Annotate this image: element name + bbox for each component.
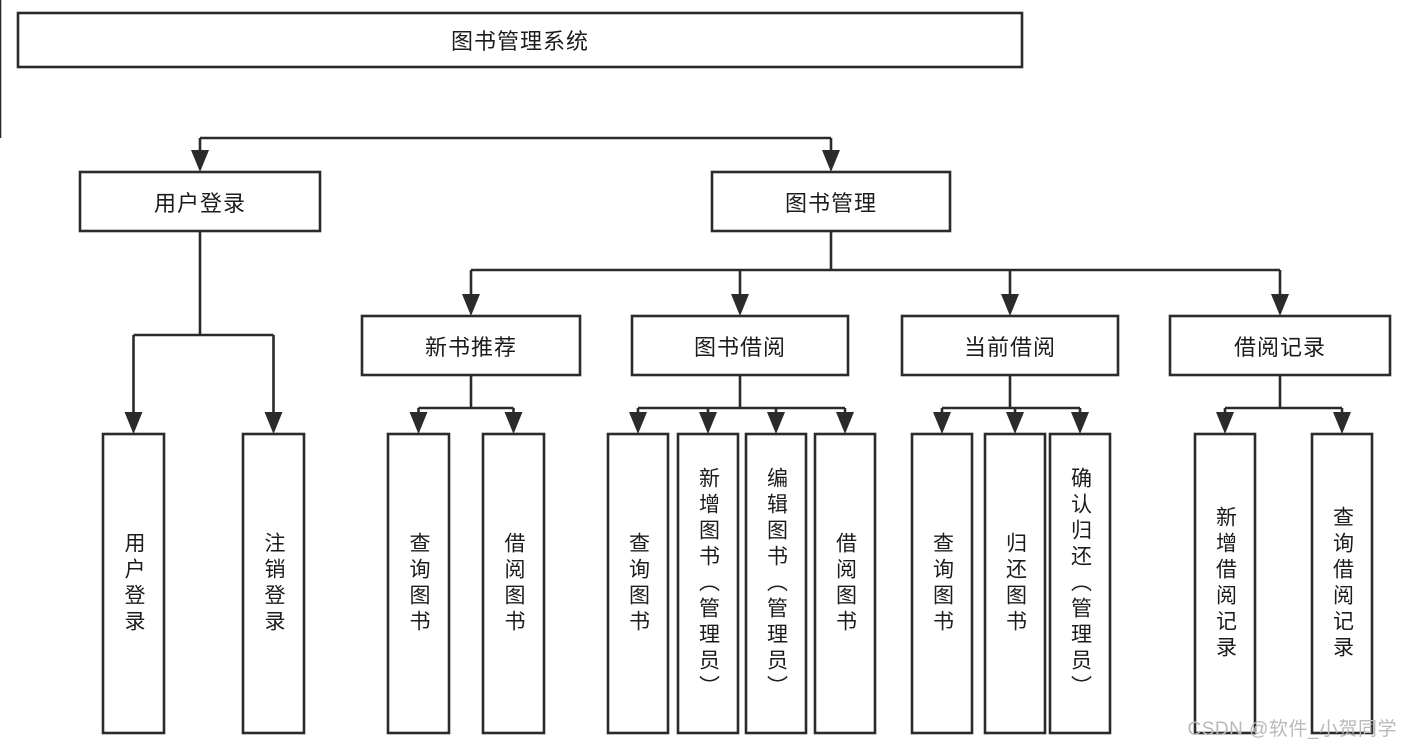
arrow-head-icon xyxy=(767,412,785,434)
node-box-leaf-return-book[interactable] xyxy=(983,432,1047,735)
arrow-head-icon xyxy=(822,150,840,172)
node-box-user-login[interactable] xyxy=(78,170,322,233)
node-box-current-borrow[interactable] xyxy=(900,314,1120,377)
arrow-head-icon xyxy=(1333,412,1351,434)
node-box-root[interactable] xyxy=(16,11,1024,69)
arrow-head-icon xyxy=(1271,294,1289,316)
node-box-leaf-borrow-book-2[interactable] xyxy=(813,432,877,735)
node-box-leaf-user-logout[interactable] xyxy=(241,432,306,735)
node-box-leaf-confirm-return[interactable] xyxy=(1048,432,1112,735)
arrow-head-icon xyxy=(504,412,523,434)
arrow-head-icon xyxy=(191,150,209,172)
arrow-head-icon xyxy=(1216,412,1234,434)
node-box-borrow-record[interactable] xyxy=(1168,314,1392,377)
arrow-head-icon xyxy=(1071,412,1089,434)
node-box-leaf-query-book-1[interactable] xyxy=(386,432,451,735)
arrow-head-icon xyxy=(409,412,428,434)
csdn-watermark: CSDN @软件_小贺同学 xyxy=(1187,719,1397,740)
node-box-leaf-query-record[interactable] xyxy=(1310,432,1374,735)
node-box-leaf-add-record[interactable] xyxy=(1193,432,1257,735)
node-box-new-book-recommend[interactable] xyxy=(360,314,582,377)
node-box-leaf-query-book-3[interactable] xyxy=(910,432,974,735)
arrow-head-icon xyxy=(836,412,854,434)
node-box-leaf-edit-book[interactable] xyxy=(744,432,808,735)
node-box-leaf-query-book-2[interactable] xyxy=(606,432,670,735)
node-box-leaf-borrow-book-1[interactable] xyxy=(481,432,546,735)
arrow-head-icon xyxy=(264,412,283,434)
connector-edges-layer xyxy=(0,0,1351,434)
arrow-head-icon xyxy=(699,412,717,434)
node-box-leaf-user-login[interactable] xyxy=(101,432,166,735)
arrow-head-icon xyxy=(1001,294,1019,316)
node-boxes-layer xyxy=(16,11,1392,735)
arrow-head-icon xyxy=(124,412,143,434)
arrow-head-icon xyxy=(1006,412,1024,434)
arrow-head-icon xyxy=(629,412,647,434)
node-box-leaf-add-book[interactable] xyxy=(676,432,740,735)
node-box-book-manage[interactable] xyxy=(710,170,952,233)
node-box-book-borrow[interactable] xyxy=(630,314,850,377)
arrow-head-icon xyxy=(933,412,951,434)
arrow-head-icon xyxy=(462,294,480,316)
arrow-head-icon xyxy=(731,294,749,316)
